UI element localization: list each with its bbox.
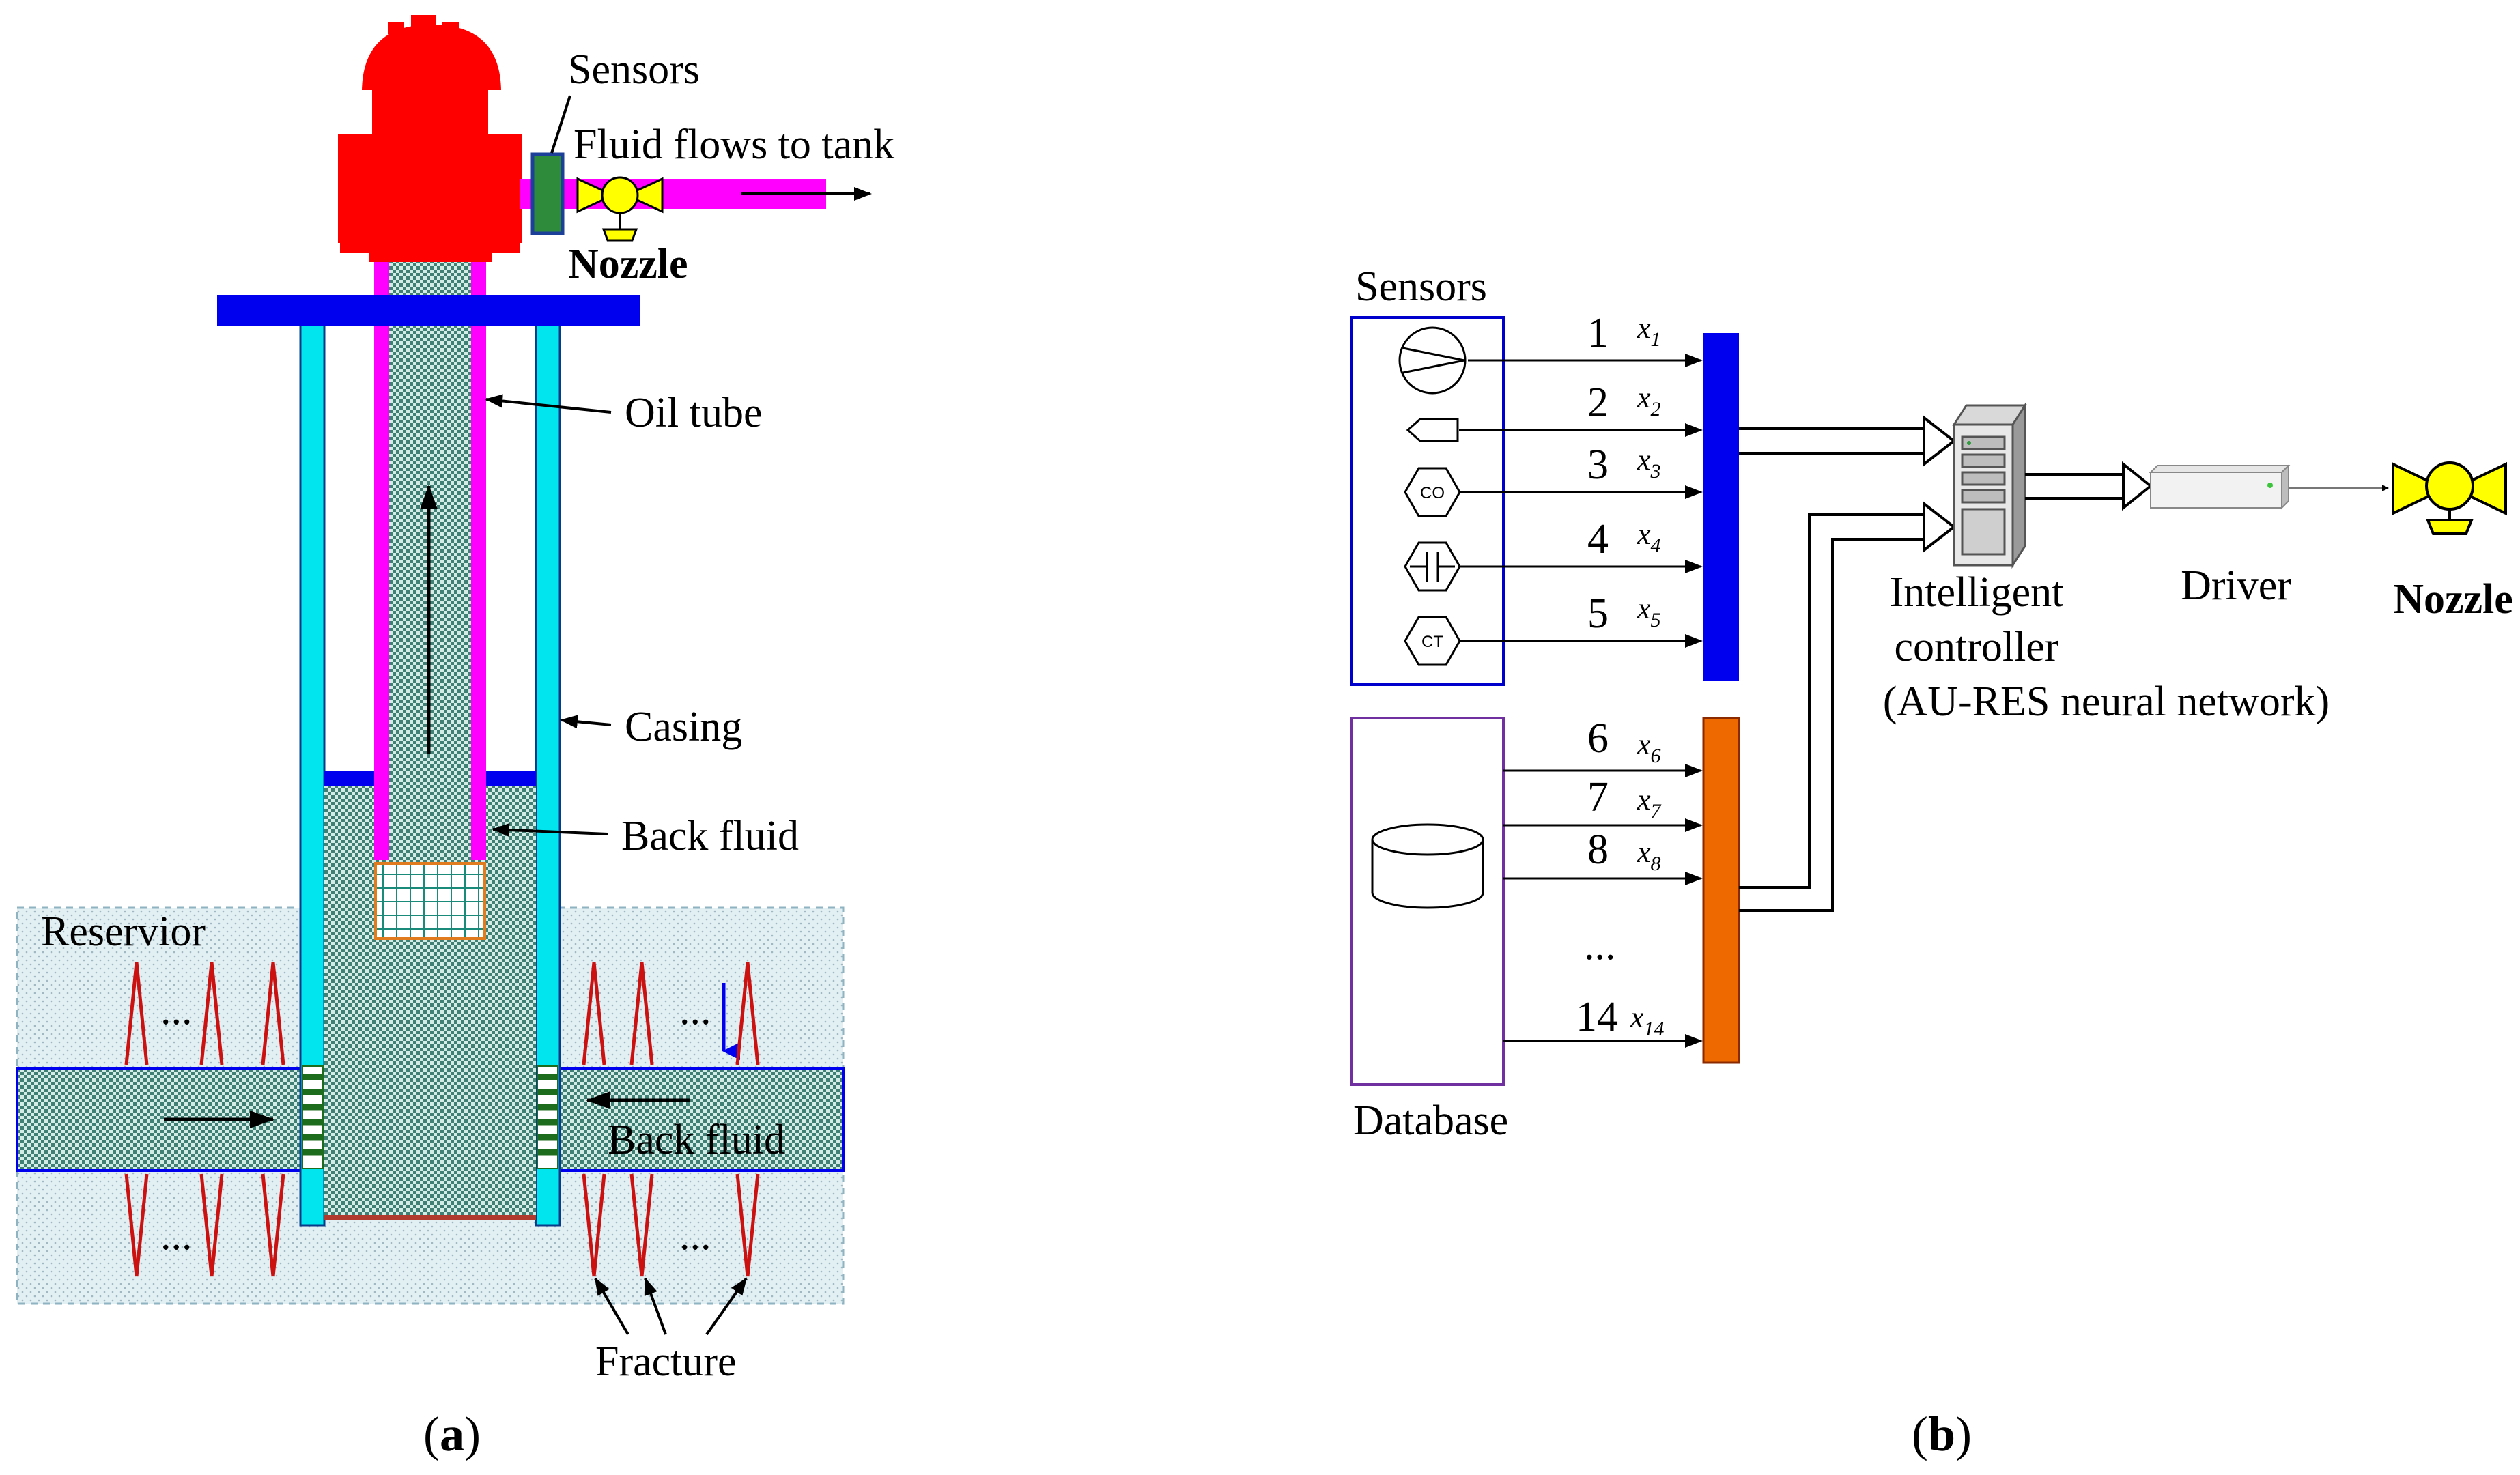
svg-text:14: 14 [1576,994,1618,1040]
fracture-2 [199,962,224,1277]
database-group-box [1350,717,1505,1086]
database-ellipsis: ... [1584,922,1616,969]
oil-tube-wall-right [471,259,486,860]
controller-label-line3: (AU-RES neural network) [1883,678,2330,725]
sensor-block [530,152,565,235]
fracture-4 [582,962,606,1277]
svg-text:8: 8 [1587,827,1609,873]
bus-blue-to-controller [1739,414,1957,468]
database-input-8: 8 x8 [1587,827,1661,875]
wellhead-flange [217,295,640,326]
svg-text:x1: x1 [1637,311,1661,351]
svg-text:4: 4 [1587,516,1609,562]
outlet-nozzle-icon [576,176,664,242]
bus-controller-to-driver [2025,461,2153,511]
back-fluid-label-top: Back fluid [621,813,799,859]
fracture-lines [124,962,760,1277]
flow-meter-icon [1398,326,1467,395]
svg-text:7: 7 [1587,774,1609,820]
reservoir-label: Reservior [41,908,206,955]
controller-label-line2: controller [1894,624,2058,670]
panel-b-control-scheme: Sensors CO CT [1350,263,2513,1461]
database-signal-lines [1503,764,1703,1048]
co-gas-sensor-icon: CO [1404,467,1461,517]
ellipsis-1: ... [160,987,193,1033]
sensor-collector-bar [1703,333,1739,681]
casing-label: Casing [625,704,742,750]
database-icon [1371,823,1484,909]
sensor-input-3: 3 x3 [1587,442,1661,488]
caption-b: (b) [1912,1407,1972,1461]
database-input-14: 14 x14 [1576,994,1665,1040]
nozzle-icon [2392,461,2507,535]
oil-tube-label: Oil tube [625,390,762,436]
sensor-input-1: 1 x1 [1587,310,1661,356]
ellipsis-4: ... [679,1212,711,1259]
sensors-pointer [550,95,571,154]
svg-text:CT: CT [1421,633,1443,651]
fracture-label: Fracture [595,1338,737,1385]
fluid-flows-label: Fluid flows to tank [574,121,894,168]
perforation-right [537,1065,558,1169]
svg-text:x2: x2 [1637,381,1661,420]
svg-text:x3: x3 [1637,443,1661,483]
svg-text:x4: x4 [1637,517,1661,557]
casing-bottom [324,1215,536,1220]
svg-text:x5: x5 [1637,592,1661,631]
controller-label-line1: Intelligent [1890,569,2064,616]
wellhead-valve [338,15,522,262]
nozzle-label-a: Nozzle [568,241,688,287]
casing-pointer [560,715,612,729]
database-title: Database [1353,1098,1508,1144]
ellipsis-2: ... [679,987,711,1033]
back-fluid-label-bottom: Back fluid [608,1117,785,1163]
sensor-signal-lines [1459,354,1703,648]
sensors-label: Sensors [568,46,700,93]
bus-orange-to-controller [1739,500,1957,912]
svg-text:x14: x14 [1630,1001,1665,1040]
sensor-input-4: 4 x4 [1587,516,1661,562]
controller-server-icon [1952,401,2027,569]
database-input-6: 6 x6 [1587,715,1661,767]
nozzle-label-b: Nozzle [2393,576,2513,622]
svg-text:6: 6 [1587,715,1609,762]
fracture-pointers [594,1277,748,1336]
svg-text:3: 3 [1587,442,1609,488]
svg-text:x7: x7 [1637,783,1662,822]
svg-text:x6: x6 [1637,728,1661,767]
svg-text:x8: x8 [1637,835,1661,875]
svg-text:5: 5 [1587,590,1609,637]
back-fluid-pointer [492,823,608,837]
sensors-title: Sensors [1355,263,1487,310]
ellipsis-3: ... [160,1212,193,1259]
fracture-6 [735,962,760,1277]
tube-screen [374,862,486,940]
capacitance-sensor-icon [1404,541,1461,592]
oil-tube-wall-left [374,259,389,860]
database-input-7: 7 x7 [1587,774,1662,822]
svg-text:2: 2 [1587,380,1609,426]
fracture-3 [261,962,285,1277]
panel-a-well-schematic: Reservior ... ... ... ... [16,15,894,1461]
svg-text:1: 1 [1587,310,1609,356]
ct-sensor-icon: CT [1404,616,1461,666]
sensors-group-box [1350,316,1505,686]
database-collector-bar [1702,717,1740,1064]
svg-text:CO: CO [1420,484,1445,502]
fracture-5 [629,962,654,1277]
sensor-input-2: 2 x2 [1587,380,1661,426]
fracture-1 [124,962,149,1277]
temperature-probe-icon [1406,418,1459,442]
caption-a: (a) [423,1407,481,1461]
sensor-input-5: 5 x5 [1587,590,1661,637]
driver-device-icon [2149,463,2291,510]
perforation-left [302,1065,324,1169]
oil-tube-pointer [485,394,612,414]
driver-label: Driver [2181,562,2291,609]
